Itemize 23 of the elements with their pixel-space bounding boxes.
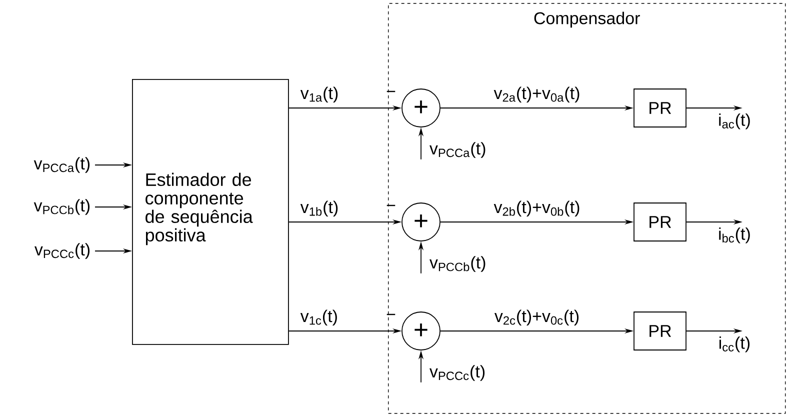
edge-label: v$_{1b}$(t) <box>299 200 340 218</box>
edge-label: v$_{2a}$(t)+v$_{0a}$(t) <box>492 86 582 104</box>
edge-label: i$_{cc}$(t) <box>717 335 752 354</box>
controller-box: PR <box>634 202 686 242</box>
input-signal: v$_{PCCb}$(t) <box>430 256 486 272</box>
edge-label: v$_{1a}$(t) <box>299 86 340 104</box>
input-signal: v$_{PCCa}$(t) <box>34 157 90 173</box>
edge-label: v$_{1c}$(t) <box>299 308 339 327</box>
input-signal: v$_{PCCa}$(t) <box>430 142 486 158</box>
summing-junction: + <box>402 312 440 350</box>
edge-label: i$_{ac}$(t) <box>717 112 752 130</box>
input-signal: v$_{PCCb}$(t) <box>34 199 90 215</box>
edge-label: v$_{2b}$(t)+v$_{0b}$(t) <box>492 200 582 218</box>
edge-label: v$_{2c}$(t)+v$_{0c}$(t) <box>493 308 581 327</box>
edge-label: i$_{bc}$(t) <box>717 226 752 244</box>
sign-label: − <box>386 314 396 316</box>
input-signal: v$_{PCCc}$(t) <box>34 243 90 259</box>
controller-box: PR <box>634 88 686 128</box>
summing-junction: + <box>402 202 440 242</box>
input-signal: v$_{PCCc}$(t) <box>430 365 485 381</box>
estimator-box: Estimador de componente de sequência positiva <box>132 79 289 345</box>
summing-junction: + <box>402 88 440 128</box>
controller-box: PR <box>634 312 686 350</box>
